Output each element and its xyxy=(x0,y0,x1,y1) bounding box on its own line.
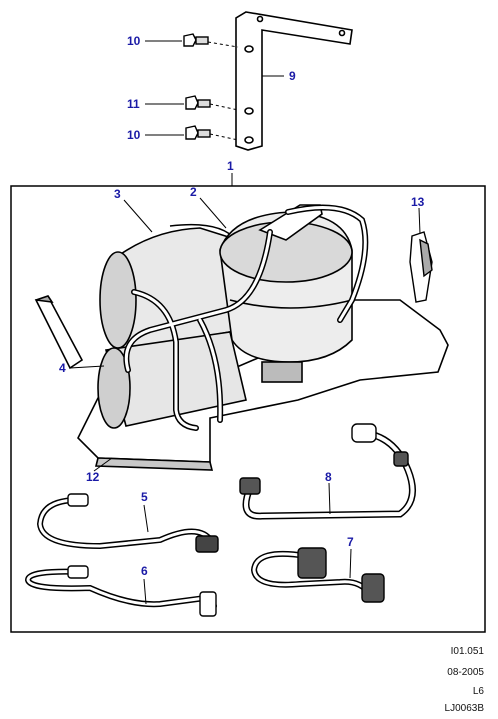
fuel-pipe-7 xyxy=(250,547,385,603)
callout-11: 11 xyxy=(127,97,140,111)
assembly-frame xyxy=(10,185,486,633)
fuel-pipe-5 xyxy=(36,493,219,553)
filter-canister xyxy=(99,223,241,353)
figure-date: 08-2005 xyxy=(447,667,484,678)
filter-housing xyxy=(219,204,353,383)
callout-9: 9 xyxy=(289,69,296,83)
callout-2: 2 xyxy=(190,185,197,199)
mounting-bracket xyxy=(235,11,353,151)
bolt-middle xyxy=(185,95,211,110)
callout-1: 1 xyxy=(227,159,234,173)
figure-reference: I01.051 xyxy=(450,646,484,657)
callout-12: 12 xyxy=(86,470,100,484)
callout-8: 8 xyxy=(325,470,332,484)
bolt-leader-lines xyxy=(207,41,239,141)
bolt-lower xyxy=(185,125,211,140)
callout-10-upper: 10 xyxy=(127,34,141,48)
callout-5: 5 xyxy=(141,490,148,504)
engine-code: L6 xyxy=(472,686,484,697)
callout-leaders xyxy=(69,40,421,605)
callout-10-lower: 10 xyxy=(127,128,141,142)
fuel-pipe-6 xyxy=(24,565,217,617)
callout-6: 6 xyxy=(141,564,148,578)
hose-clip xyxy=(409,231,433,303)
callout-13: 13 xyxy=(411,195,425,209)
callout-7: 7 xyxy=(347,535,354,549)
bolt-upper xyxy=(183,33,209,47)
fuel-pipe-8 xyxy=(239,423,416,520)
assembly-pipes-inner xyxy=(124,206,367,430)
illustration-code: LJ0063B xyxy=(444,703,484,714)
callout-4: 4 xyxy=(59,361,66,375)
callout-3: 3 xyxy=(114,187,121,201)
